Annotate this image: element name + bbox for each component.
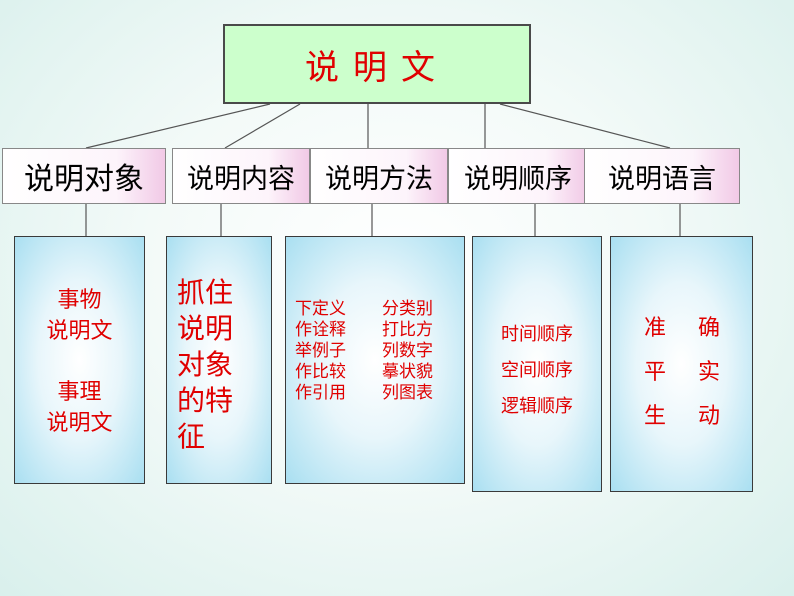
method-item: 作引用: [295, 383, 346, 403]
language-char: 实: [698, 360, 721, 385]
object-line: 说明文: [46, 319, 113, 344]
object-line: 事理: [57, 380, 102, 405]
root-node: 说明文: [223, 24, 531, 104]
object-line: 事物: [57, 288, 102, 313]
method-item: 下定义: [295, 299, 346, 319]
language-row: 平 实: [611, 351, 752, 395]
language-row: 准 确: [611, 307, 752, 351]
order-item: 逻辑顺序: [501, 396, 573, 417]
order-item: 时间顺序: [501, 324, 573, 345]
methods-row: 下定义 分类别: [286, 299, 464, 320]
content-line: 说明: [177, 312, 234, 345]
language-char: 平: [644, 360, 667, 385]
language-char: 生: [644, 404, 667, 429]
method-item: 摹状貌: [382, 362, 433, 382]
method-item: 作诠释: [295, 320, 346, 340]
category-language: 说明语言: [584, 148, 740, 204]
method-item: 列图表: [382, 383, 433, 403]
category-order: 说明顺序: [448, 148, 588, 204]
language-char: 准: [644, 316, 667, 341]
content-line: 的特: [177, 384, 234, 417]
methods-row: 作引用 列图表: [286, 383, 464, 404]
methods-row: 作诠释 打比方: [286, 320, 464, 341]
connector-root-cat5: [499, 103, 671, 149]
method-item: 举例子: [295, 341, 346, 361]
object-line: 说明文: [46, 411, 113, 436]
method-item: 作比较: [295, 362, 346, 382]
connector-root-cat1: [85, 103, 271, 149]
category-object: 说明对象: [2, 148, 166, 204]
category-content: 说明内容: [172, 148, 310, 204]
methods-leaf-box: 下定义 分类别 作诠释 打比方 举例子 列数字 作比较 摹状貌 作引用 列图表: [285, 236, 465, 484]
connector-root-cat2: [224, 103, 301, 149]
object-leaf-box: 事物 说明文 事理 说明文: [14, 236, 145, 484]
language-row: 生 动: [611, 395, 752, 439]
methods-row: 举例子 列数字: [286, 341, 464, 362]
method-item: 分类别: [382, 299, 433, 319]
content-leaf-box: 抓住 说明 对象 的特 征: [166, 236, 272, 484]
content-line: 抓住: [177, 276, 234, 309]
order-item: 空间顺序: [501, 360, 573, 381]
language-leaf-box: 准 确 平 实 生 动: [610, 236, 753, 492]
methods-row: 作比较 摹状貌: [286, 362, 464, 383]
language-char: 确: [698, 316, 721, 341]
order-leaf-box: 时间顺序 空间顺序 逻辑顺序: [472, 236, 602, 492]
language-char: 动: [698, 404, 721, 429]
method-item: 打比方: [382, 320, 433, 340]
category-methods: 说明方法: [310, 148, 448, 204]
method-item: 列数字: [382, 341, 433, 361]
content-line: 对象: [177, 348, 234, 381]
content-line: 征: [177, 420, 206, 453]
